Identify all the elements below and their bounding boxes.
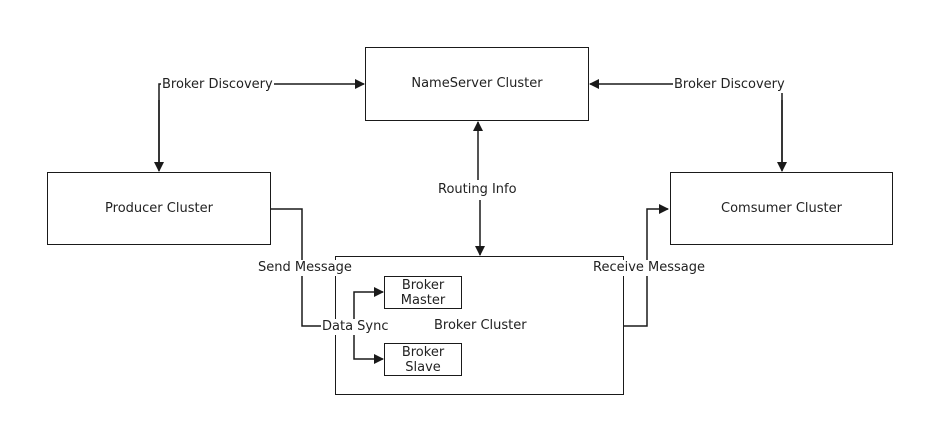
- send-message-label: Send Message: [257, 260, 353, 276]
- routing-info-label: Routing Info: [437, 182, 518, 198]
- broker-master-label-line1: Broker: [401, 277, 445, 293]
- nameserver-cluster-node: NameServer Cluster: [365, 47, 589, 121]
- receive-message-label: Receive Message: [592, 260, 707, 276]
- consumer-cluster-node: Comsumer Cluster: [670, 172, 893, 245]
- broker-discovery-left-label: Broker Discovery: [161, 77, 274, 93]
- broker-master-label-line2: Master: [400, 292, 446, 308]
- broker-slave-node: Broker Slave: [384, 343, 462, 376]
- broker-slave-label-line1: Broker: [401, 344, 445, 360]
- edge-data-sync-master: [353, 287, 384, 326]
- producer-cluster-label: Producer Cluster: [105, 200, 213, 216]
- broker-slave-label-line2: Slave: [405, 359, 441, 375]
- edge-consumer-nameserver: [589, 79, 783, 170]
- consumer-cluster-label: Comsumer Cluster: [721, 200, 842, 216]
- edge-data-sync-slave: [353, 326, 384, 364]
- edge-producer-nameserver: [158, 79, 365, 170]
- broker-discovery-right-label: Broker Discovery: [673, 77, 786, 93]
- producer-cluster-node: Producer Cluster: [47, 172, 271, 245]
- broker-cluster-label: Broker Cluster: [434, 318, 527, 333]
- nameserver-cluster-label: NameServer Cluster: [411, 76, 543, 91]
- data-sync-label: Data Sync: [321, 319, 390, 335]
- broker-master-node: Broker Master: [384, 276, 462, 309]
